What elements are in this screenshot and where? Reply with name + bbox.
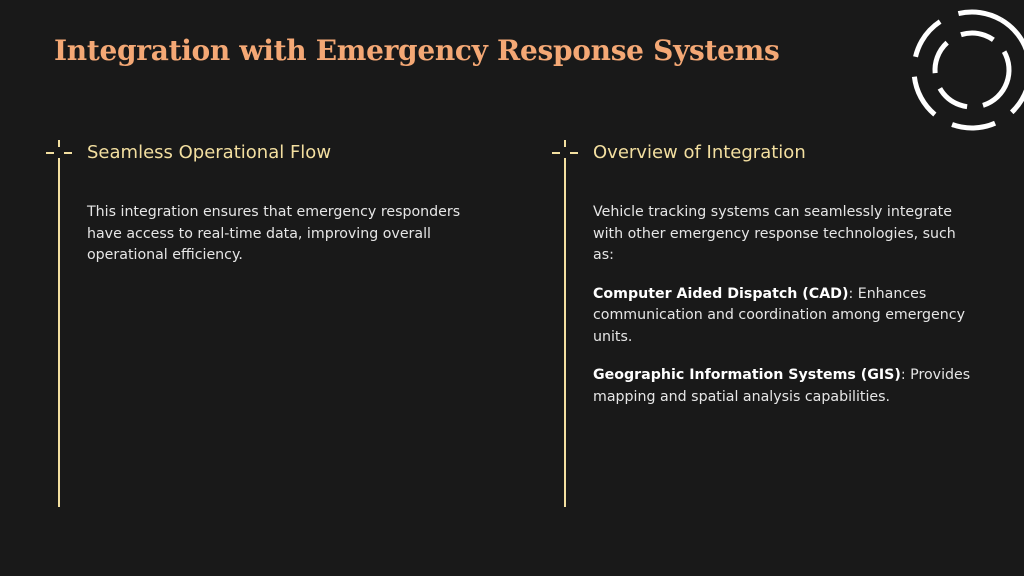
- term-label: Computer Aided Dispatch (CAD): [593, 285, 849, 302]
- list-item-cad: Computer Aided Dispatch (CAD): Enhances …: [593, 284, 978, 349]
- dashed-circles-decoration: [911, 9, 1024, 131]
- list-item-gis: Geographic Information Systems (GIS): Pr…: [593, 365, 978, 408]
- term-description: : Enhances communication and coordinatio…: [593, 285, 965, 345]
- section-body: Vehicle tracking systems can seamlessly …: [593, 202, 978, 425]
- term-label: Geographic Information Systems (GIS): [593, 367, 901, 383]
- slide-title: Integration with Emergency Response Syst…: [54, 34, 780, 67]
- section-heading: Seamless Operational Flow: [87, 142, 332, 163]
- intro-paragraph: Vehicle tracking systems can seamlessly …: [593, 204, 956, 263]
- timeline-marker: [46, 140, 72, 507]
- section-heading: Overview of Integration: [593, 142, 806, 163]
- left-column: Seamless Operational Flow This integrati…: [44, 138, 484, 508]
- section-body: This integration ensures that emergency …: [87, 202, 472, 284]
- term-description: : Provides mapping and spatial analysis …: [593, 367, 971, 405]
- right-column: Overview of Integration Vehicle tracking…: [550, 138, 990, 508]
- timeline-marker: [552, 140, 578, 507]
- body-paragraph: This integration ensures that emergency …: [87, 204, 461, 263]
